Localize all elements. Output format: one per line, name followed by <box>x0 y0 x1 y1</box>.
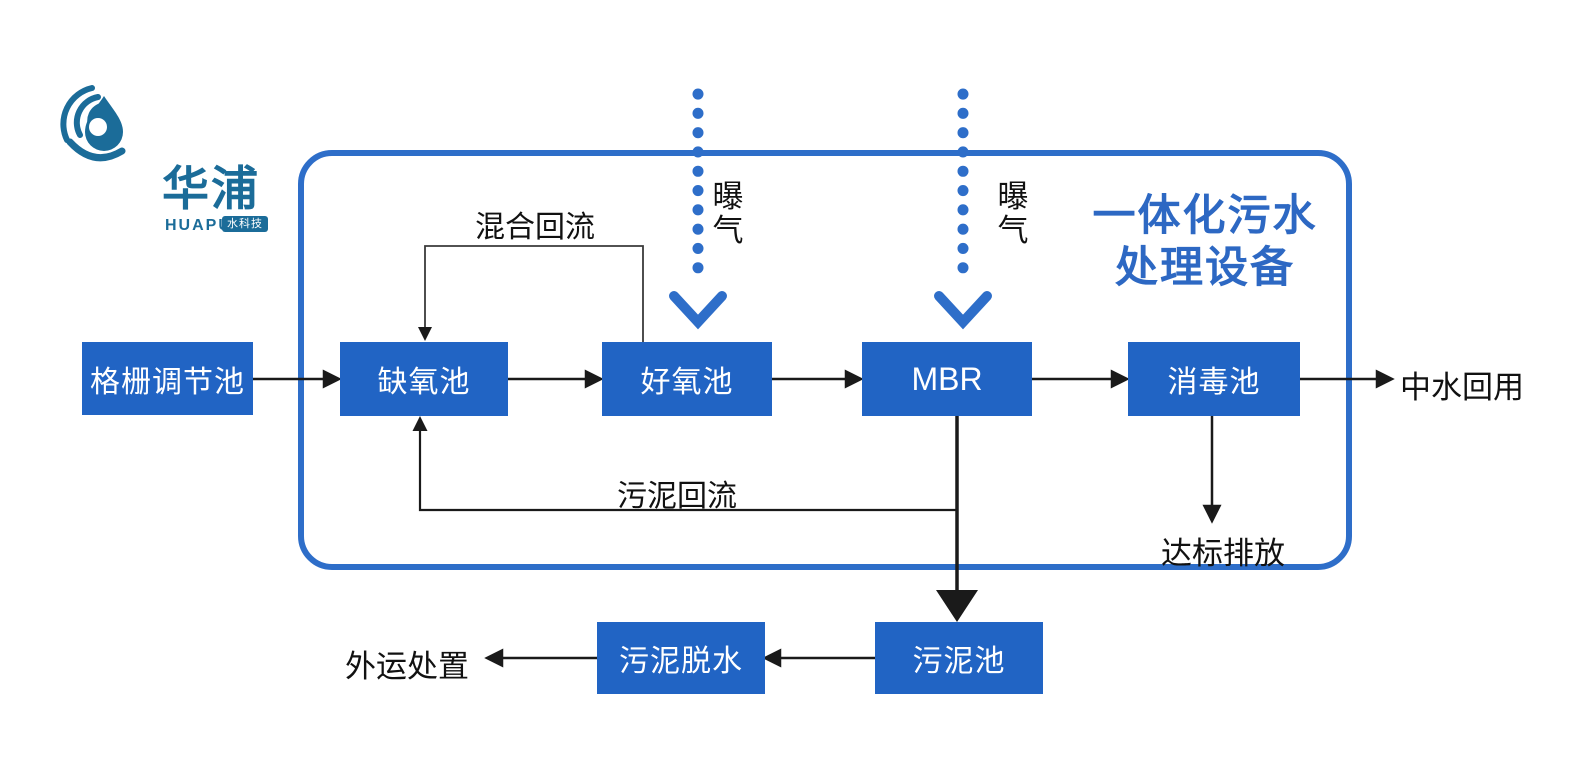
node-sludge-tank: 污泥池 <box>875 622 1043 694</box>
label-external-disposal: 外运处置 <box>345 649 469 684</box>
node-aerobic-tank: 好氧池 <box>602 342 772 416</box>
node-disinfection-tank: 消毒池 <box>1128 342 1300 416</box>
label-sludge-reflux: 污泥回流 <box>617 480 737 513</box>
node-label: MBR <box>911 360 983 397</box>
diagram-title-line1: 一体化污水 <box>1092 193 1318 240</box>
logo-name-en: HUAPU <box>165 217 232 234</box>
node-label: 污泥池 <box>912 645 1006 678</box>
node-label: 缺氧池 <box>377 366 471 399</box>
aeration-arrow-1 <box>669 88 727 330</box>
node-grid-regulating-tank: 格栅调节池 <box>82 342 253 415</box>
label-aeration-2: 曝气 <box>997 179 1029 248</box>
node-label: 污泥脱水 <box>619 645 743 678</box>
water-drop-icon <box>60 85 126 162</box>
node-label: 好氧池 <box>640 366 734 399</box>
diagram-title-line2: 处理设备 <box>1115 245 1295 292</box>
flow-arrows <box>253 369 1395 668</box>
sludge-reflux-line <box>412 416 957 512</box>
diagram-title: 一体化污水 处理设备 <box>1080 191 1330 295</box>
node-label: 格栅调节池 <box>90 365 245 399</box>
aeration-arrow-2 <box>934 88 992 330</box>
equipment-frame <box>298 150 1352 570</box>
node-sludge-dewatering: 污泥脱水 <box>597 622 765 694</box>
node-mbr: MBR <box>862 342 1032 416</box>
logo-tagline-badge: 水科技 <box>222 216 268 232</box>
label-aeration-1: 曝气 <box>712 179 744 248</box>
mbr-to-sludge-arrow <box>936 416 978 622</box>
mixed-reflux-line <box>418 245 644 342</box>
node-label: 消毒池 <box>1167 366 1261 399</box>
huapu-logo: 华浦 HUAPU 水科技 <box>50 80 280 234</box>
label-standard-discharge: 达标排放 <box>1161 536 1285 571</box>
node-anoxic-tank: 缺氧池 <box>340 342 508 416</box>
logo-name-cn: 华浦 <box>162 162 260 215</box>
label-mixed-reflux: 混合回流 <box>475 211 595 244</box>
label-water-reuse: 中水回用 <box>1400 370 1524 405</box>
